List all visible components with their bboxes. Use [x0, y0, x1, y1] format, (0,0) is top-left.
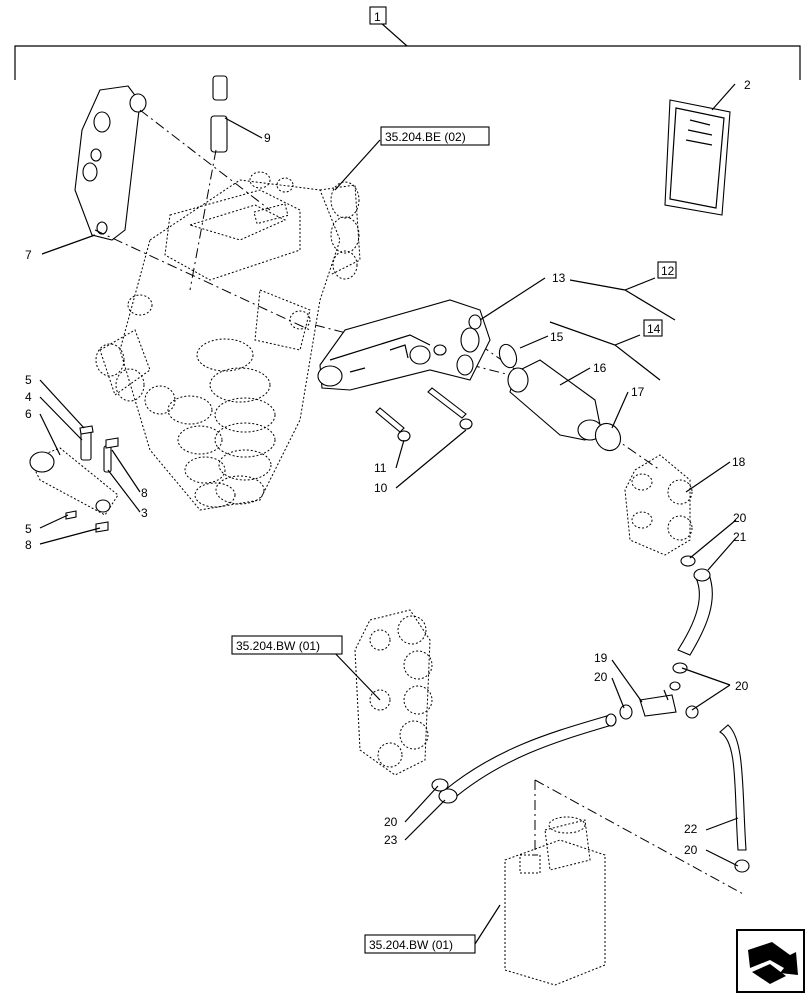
reference-35-204-bw-lower[interactable]: 35.204.BW (01) — [369, 938, 453, 952]
callout-18[interactable]: 18 — [732, 455, 746, 469]
reservoir-tank — [504, 816, 606, 986]
coupler-block — [624, 454, 693, 556]
bracket-plate — [74, 85, 147, 241]
reference-links: 35.204.BE (02) 35.204.BW (01) 35.204.BW … — [231, 126, 490, 954]
callout-19[interactable]: 19 — [594, 651, 608, 665]
next-page-arrow-icon[interactable] — [736, 929, 805, 993]
callout-4[interactable]: 4 — [25, 390, 32, 404]
callout-20-a[interactable]: 20 — [733, 511, 747, 525]
callout-20-e[interactable]: 20 — [684, 843, 698, 857]
callout-20-b[interactable]: 20 — [594, 670, 608, 684]
callout-15[interactable]: 15 — [550, 330, 564, 344]
adapter-block — [317, 299, 491, 391]
reference-35-204-bw-upper[interactable]: 35.204.BW (01) — [236, 639, 320, 653]
assembly-bracket: 1 — [14, 6, 801, 80]
callout-12[interactable]: 12 — [661, 264, 675, 278]
manual-book — [664, 99, 731, 216]
callout-16[interactable]: 16 — [593, 361, 607, 375]
hoses — [431, 555, 750, 873]
leader-lines — [39, 83, 739, 945]
pin-part — [210, 75, 228, 153]
callout-23[interactable]: 23 — [384, 833, 398, 847]
callout-1[interactable]: 1 — [374, 10, 381, 24]
callout-8-right[interactable]: 8 — [141, 486, 148, 500]
callout-3[interactable]: 3 — [141, 506, 148, 520]
callout-5-top[interactable]: 5 — [25, 373, 32, 387]
callout-6[interactable]: 6 — [25, 407, 32, 421]
lever-assembly — [29, 425, 119, 533]
callout-13[interactable]: 13 — [552, 271, 566, 285]
callout-21[interactable]: 21 — [733, 530, 747, 544]
callout-2[interactable]: 2 — [744, 78, 751, 92]
callout-9[interactable]: 9 — [264, 131, 271, 145]
callout-labels: 2 9 7 13 12 15 14 16 17 18 5 4 6 11 10 8… — [25, 78, 751, 857]
control-valve-block — [95, 171, 361, 511]
bolts — [375, 387, 473, 442]
callout-10[interactable]: 10 — [374, 481, 388, 495]
callout-20-c[interactable]: 20 — [735, 679, 749, 693]
cartridge-parts — [498, 343, 622, 452]
callout-8-left[interactable]: 8 — [25, 538, 32, 552]
callout-14[interactable]: 14 — [647, 322, 661, 336]
callout-22[interactable]: 22 — [684, 822, 698, 836]
callout-7[interactable]: 7 — [25, 248, 32, 262]
reference-35-204-be[interactable]: 35.204.BE (02) — [385, 130, 466, 144]
callout-17[interactable]: 17 — [631, 385, 645, 399]
callout-20-d[interactable]: 20 — [384, 815, 398, 829]
callout-11[interactable]: 11 — [374, 461, 387, 475]
center-lines — [94, 109, 746, 896]
callout-5-bottom[interactable]: 5 — [25, 522, 32, 536]
valve-stack-bw — [354, 609, 433, 776]
